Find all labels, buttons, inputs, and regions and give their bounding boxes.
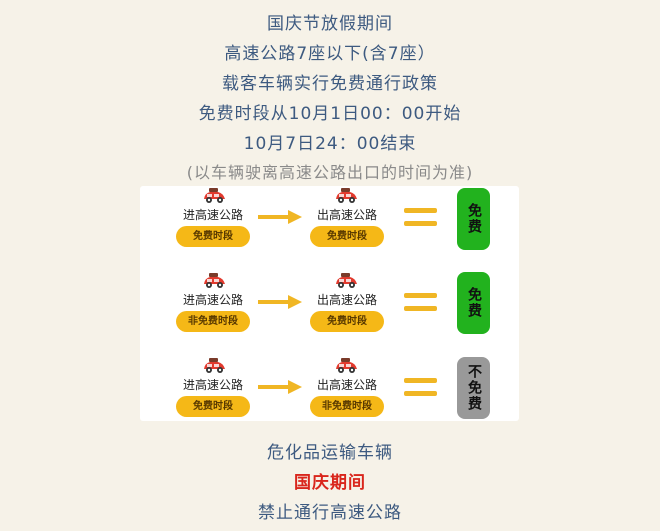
entry-label: 进高速公路	[182, 378, 243, 392]
exit-label: 出高速公路	[316, 208, 377, 222]
equals-icon	[404, 293, 437, 313]
toll-rules-diagram: 进高速公路 免费时段 出高速公路 免费时段 免费	[140, 186, 519, 421]
result-badge-not-free: 不免费	[457, 357, 490, 419]
footer-highway-ban: 禁止通行高速公路	[258, 503, 402, 523]
heading-exit-note: (以车辆驶离高速公路出口的时间为准)	[186, 163, 474, 182]
car-icon	[204, 273, 225, 288]
heading-holiday-period: 国庆节放假期间	[267, 14, 393, 34]
heading-free-policy: 载客车辆实行免费通行政策	[222, 74, 438, 94]
equals-icon	[404, 208, 437, 228]
footer-national-day-period: 国庆期间	[294, 473, 366, 493]
car-icon	[336, 273, 357, 288]
exit-period-pill: 免费时段	[310, 226, 384, 247]
entry-period-pill: 免费时段	[176, 396, 250, 417]
rule-row: 进高速公路 非免费时段 出高速公路 免费时段 免费	[140, 271, 519, 349]
entry-period-pill: 免费时段	[176, 226, 250, 247]
arrow-right-icon	[258, 210, 302, 224]
equals-icon	[404, 378, 437, 398]
arrow-right-icon	[258, 295, 302, 309]
arrow-right-icon	[258, 380, 302, 394]
entry-period-pill: 非免费时段	[176, 311, 250, 332]
entry-label: 进高速公路	[182, 208, 243, 222]
heading-vehicle-seats: 高速公路7座以下(含7座）	[224, 44, 436, 64]
heading-free-start: 免费时段从10月1日00：00开始	[198, 104, 462, 124]
exit-label: 出高速公路	[316, 378, 377, 392]
exit-period-pill: 免费时段	[310, 311, 384, 332]
car-icon	[204, 358, 225, 373]
car-icon	[336, 188, 357, 203]
footer-hazmat-vehicles: 危化品运输车辆	[267, 443, 393, 463]
entry-label: 进高速公路	[182, 293, 243, 307]
rule-row: 进高速公路 免费时段 出高速公路 免费时段 免费	[140, 186, 519, 264]
car-icon	[336, 358, 357, 373]
exit-period-pill: 非免费时段	[310, 396, 384, 417]
exit-label: 出高速公路	[316, 293, 377, 307]
rule-row: 进高速公路 免费时段 出高速公路 非免费时段 不免费	[140, 356, 519, 434]
car-icon	[204, 188, 225, 203]
result-badge-free: 免费	[457, 188, 490, 250]
result-badge-free: 免费	[457, 272, 490, 334]
heading-free-end: 10月7日24：00结束	[243, 134, 417, 154]
